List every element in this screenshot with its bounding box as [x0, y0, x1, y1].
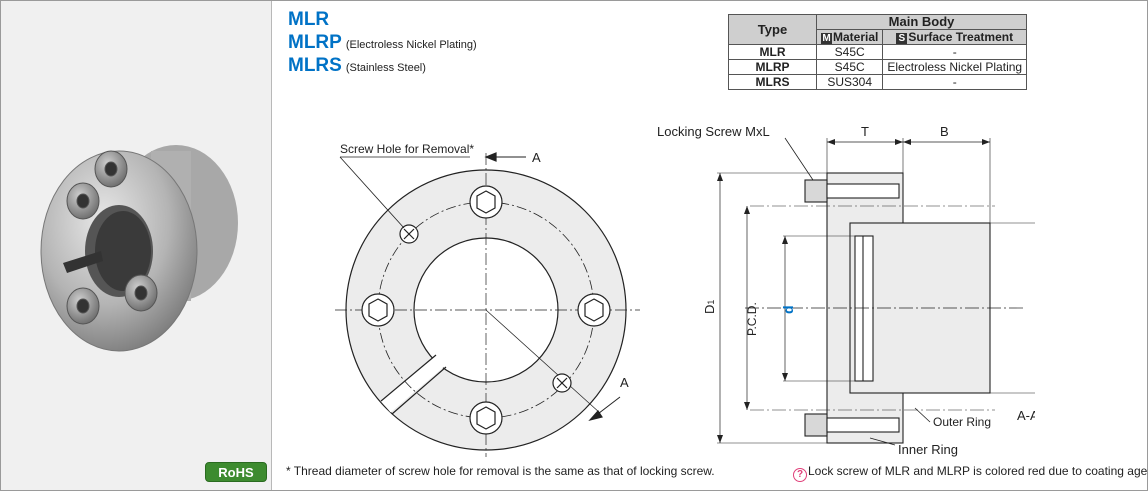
screw-hole-label: Screw Hole for Removal* — [340, 142, 474, 156]
side-view-drawing: Locking Screw MxL T B D1 P.C.D. d D Oute… — [657, 124, 1035, 457]
rohs-badge: RoHS — [205, 462, 267, 482]
surface-badge-icon: S — [896, 33, 908, 44]
series-title-mlrp: MLRP (Electroless Nickel Plating) — [288, 32, 477, 53]
dim-b-label: B — [940, 124, 949, 139]
table-row: MLRP S45C Electroless Nickel Plating — [728, 59, 1028, 75]
product-photo-panel: RoHS — [1, 1, 272, 490]
table-row: MLR S45C - — [728, 44, 1028, 60]
section-aa-label: A-A — [1017, 408, 1035, 423]
section-a-bottom-label: A — [620, 375, 629, 390]
product-photo — [40, 145, 238, 352]
info-pin-icon: ? — [793, 468, 807, 482]
outer-ring-label: Outer Ring — [933, 415, 991, 429]
footnote: * Thread diameter of screw hole for remo… — [286, 464, 715, 478]
dim-t-label: T — [861, 124, 869, 139]
front-view-drawing: Screw Hole for Removal* A A — [335, 142, 640, 457]
locking-screw-label: Locking Screw MxL — [657, 124, 770, 139]
coating-note: ?Lock screw of MLR and MLRP is colored r… — [793, 464, 1148, 482]
series-titles: MLR MLRP (Electroless Nickel Plating) ML… — [288, 8, 477, 77]
col-type-header: Type — [728, 14, 817, 45]
dim-d-small-label: d — [780, 305, 796, 314]
section-a-top-label: A — [532, 150, 541, 165]
inner-ring-label: Inner Ring — [898, 442, 958, 457]
col-main-body-header: Main Body — [815, 14, 1028, 30]
table-row: MLRS SUS304 - — [728, 74, 1028, 90]
series-title-mlrs: MLRS (Stainless Steel) — [288, 55, 426, 76]
material-badge-icon: M — [821, 33, 832, 44]
dim-pcd-label: P.C.D. — [745, 302, 759, 336]
series-title-mlr: MLR — [288, 9, 330, 30]
dim-d1-label: D1 — [702, 300, 717, 314]
